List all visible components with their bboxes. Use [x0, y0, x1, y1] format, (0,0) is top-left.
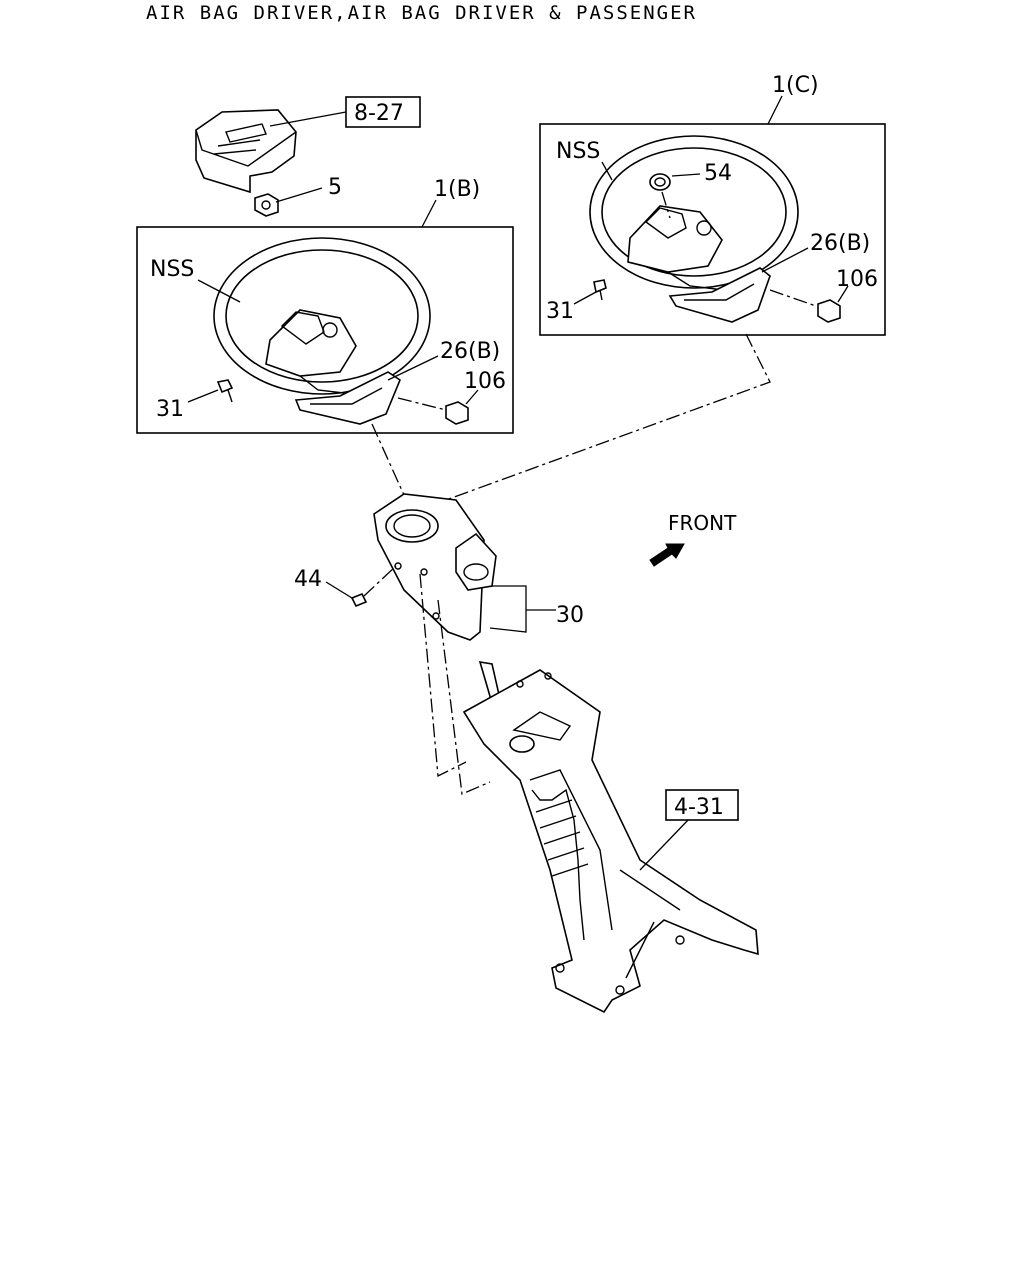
- column-cover-label: 30: [556, 603, 584, 628]
- nss-b-label: NSS: [150, 257, 194, 282]
- screw-c-label: 31: [546, 299, 574, 324]
- bolt-b-part[interactable]: [445, 401, 469, 425]
- steering-wheel-b[interactable]: [213, 237, 431, 425]
- air-bag-cover[interactable]: [195, 109, 297, 194]
- column-ref-label: 4-31: [674, 795, 724, 820]
- cover-ref-box: [345, 96, 421, 128]
- wheel-c-frame: [539, 123, 886, 336]
- connector-label: 54: [704, 161, 732, 186]
- steering-wheel-c[interactable]: [589, 135, 799, 323]
- bolt-c-part[interactable]: [817, 299, 841, 323]
- screw-b-label: 31: [156, 397, 184, 422]
- cover-ref-label: 8-27: [354, 101, 404, 126]
- screw-b-part[interactable]: [216, 379, 234, 403]
- steering-column[interactable]: [462, 661, 759, 1014]
- wheel-b-label: 1(B): [434, 177, 480, 202]
- screw-column-part[interactable]: [350, 592, 368, 608]
- bolt-c-label: 106: [836, 267, 878, 292]
- nut-label: 5: [328, 175, 342, 200]
- connector-part[interactable]: [649, 173, 671, 219]
- nut-part[interactable]: [254, 193, 279, 217]
- diagram-title: AIR BAG DRIVER,AIR BAG DRIVER & PASSENGE…: [146, 2, 697, 24]
- wheel-b-frame: [136, 226, 514, 434]
- bolt-b-label: 106: [464, 369, 506, 394]
- screw-c-part[interactable]: [593, 279, 607, 301]
- column-cover[interactable]: [373, 493, 497, 641]
- front-label: FRONT: [668, 511, 737, 535]
- screw-column-label: 44: [294, 567, 322, 592]
- front-arrow-icon: [649, 543, 685, 567]
- nss-c-label: NSS: [556, 139, 600, 164]
- pad-c-label: 26(B): [810, 231, 870, 256]
- column-ref-box: [665, 789, 739, 821]
- pad-b-label: 26(B): [440, 339, 500, 364]
- wheel-c-label: 1(C): [772, 73, 819, 98]
